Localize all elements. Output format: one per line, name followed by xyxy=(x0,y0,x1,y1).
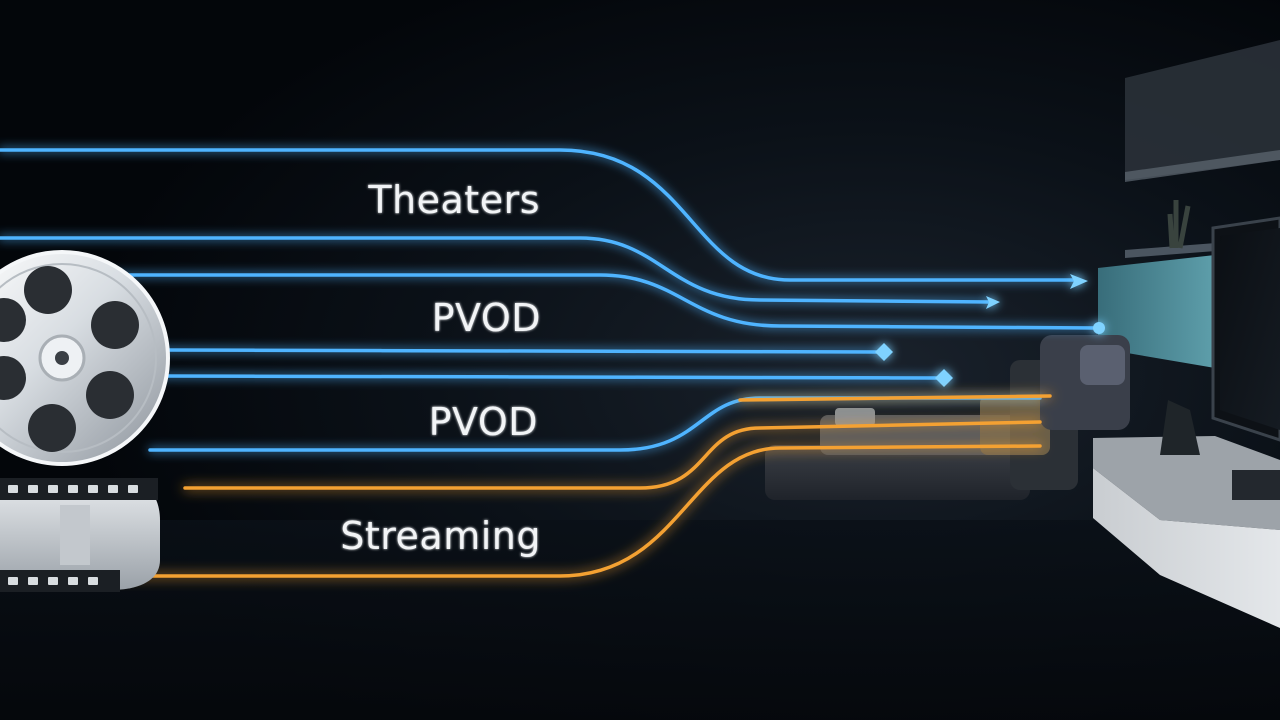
endpoint-diamond-icon xyxy=(875,343,893,361)
chair xyxy=(1040,335,1130,430)
stream-line xyxy=(158,374,944,380)
label-theaters: Theaters xyxy=(367,178,540,222)
stream-line xyxy=(183,420,1042,490)
endpoint-dot-icon xyxy=(1093,322,1105,334)
stream-line xyxy=(158,348,884,354)
television-icon xyxy=(1211,216,1280,442)
blue-stream-endpoints xyxy=(875,274,1105,387)
arrow-icon xyxy=(986,296,1000,309)
living-room xyxy=(765,40,1280,628)
film-strip-icon xyxy=(0,478,160,592)
decor-figure-icon xyxy=(1160,400,1200,455)
stream-line xyxy=(108,444,1042,578)
stream-line xyxy=(0,236,994,304)
tv-cabinet xyxy=(1093,436,1280,628)
endpoint-diamond-icon xyxy=(935,369,953,387)
stream-line xyxy=(98,273,1100,330)
arrow-icon xyxy=(1070,274,1088,289)
upper-wall-cabinet xyxy=(1125,40,1280,180)
label-pvod-2: PVOD xyxy=(429,400,538,444)
stream-line xyxy=(0,148,1080,282)
orange-streams xyxy=(108,394,1052,578)
blue-streams xyxy=(0,148,1100,452)
label-streaming: Streaming xyxy=(340,514,541,558)
stream-line xyxy=(738,394,1052,402)
label-pvod-1: PVOD xyxy=(432,296,541,340)
plant-icon xyxy=(1167,200,1191,249)
floor xyxy=(0,520,1280,720)
film-reel-icon xyxy=(0,250,170,466)
